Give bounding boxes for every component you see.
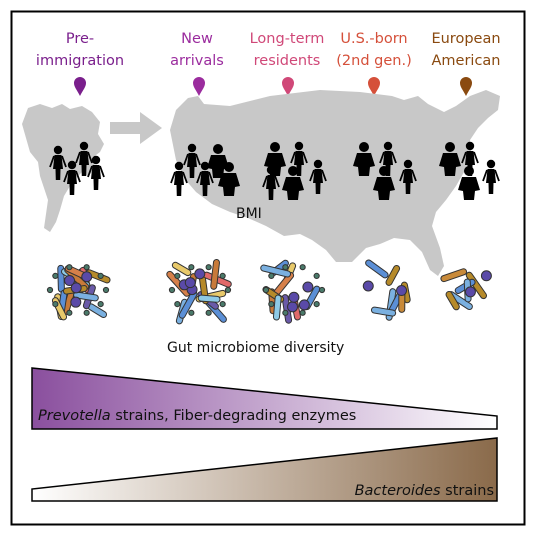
prevotella-gradient-wedge [31, 367, 498, 430]
microbe-cluster-icon [166, 259, 232, 325]
usa-map [170, 90, 500, 276]
group-label-line2: immigration [36, 53, 124, 69]
gut-microbiome-diversity-label: Gut microbiome diversity [167, 340, 344, 356]
group-label-us-born: U.S.-born (2nd gen.) [336, 31, 411, 69]
group-label-line1: New [181, 31, 213, 47]
location-pin-icon [193, 77, 205, 96]
group-label-european-american: European American [431, 31, 500, 69]
microbe-cluster-icon [362, 259, 411, 321]
group-label-line1: European [431, 31, 500, 47]
bacteroides-wedge-label: Bacteroides strains [355, 483, 494, 499]
bacteroides-italic: Bacteroides [355, 483, 441, 499]
bacteroides-gradient-wedge [31, 437, 498, 502]
right-arrow-icon [110, 112, 162, 144]
group-label-new-arrivals: New arrivals [170, 31, 224, 69]
bacteroides-rest: strains [441, 483, 494, 499]
microbe-cluster-icon [260, 259, 326, 324]
location-pin-icon [368, 77, 380, 96]
prevotella-wedge-label: Prevotella strains, Fiber-degrading enzy… [38, 408, 356, 424]
group-label-line1: Pre- [66, 31, 94, 47]
person-icon [482, 158, 500, 195]
prevotella-italic: Prevotella [38, 408, 111, 424]
group-label-line2: arrivals [170, 53, 224, 69]
group-label-line2: American [431, 53, 500, 69]
location-pin-icon [460, 77, 472, 96]
group-label-long-term-residents: Long-term residents [250, 31, 325, 69]
group-label-line1: U.S.-born [340, 31, 407, 47]
figure-border [10, 10, 526, 526]
microbe-cluster-icon [440, 268, 492, 311]
microbe-cluster-icon [46, 264, 111, 321]
group-label-line1: Long-term [250, 31, 325, 47]
group-label-line2: residents [254, 53, 321, 69]
location-pin-icon [74, 77, 86, 96]
group-label-line2: (2nd gen.) [336, 53, 411, 69]
microbe-clusters [46, 259, 492, 325]
bmi-label: BMI [236, 206, 262, 222]
thailand-map [22, 104, 104, 232]
location-pin-icon [282, 77, 294, 96]
group-label-pre-immigration: Pre- immigration [36, 31, 124, 69]
prevotella-rest: strains, Fiber-degrading enzymes [111, 408, 357, 424]
